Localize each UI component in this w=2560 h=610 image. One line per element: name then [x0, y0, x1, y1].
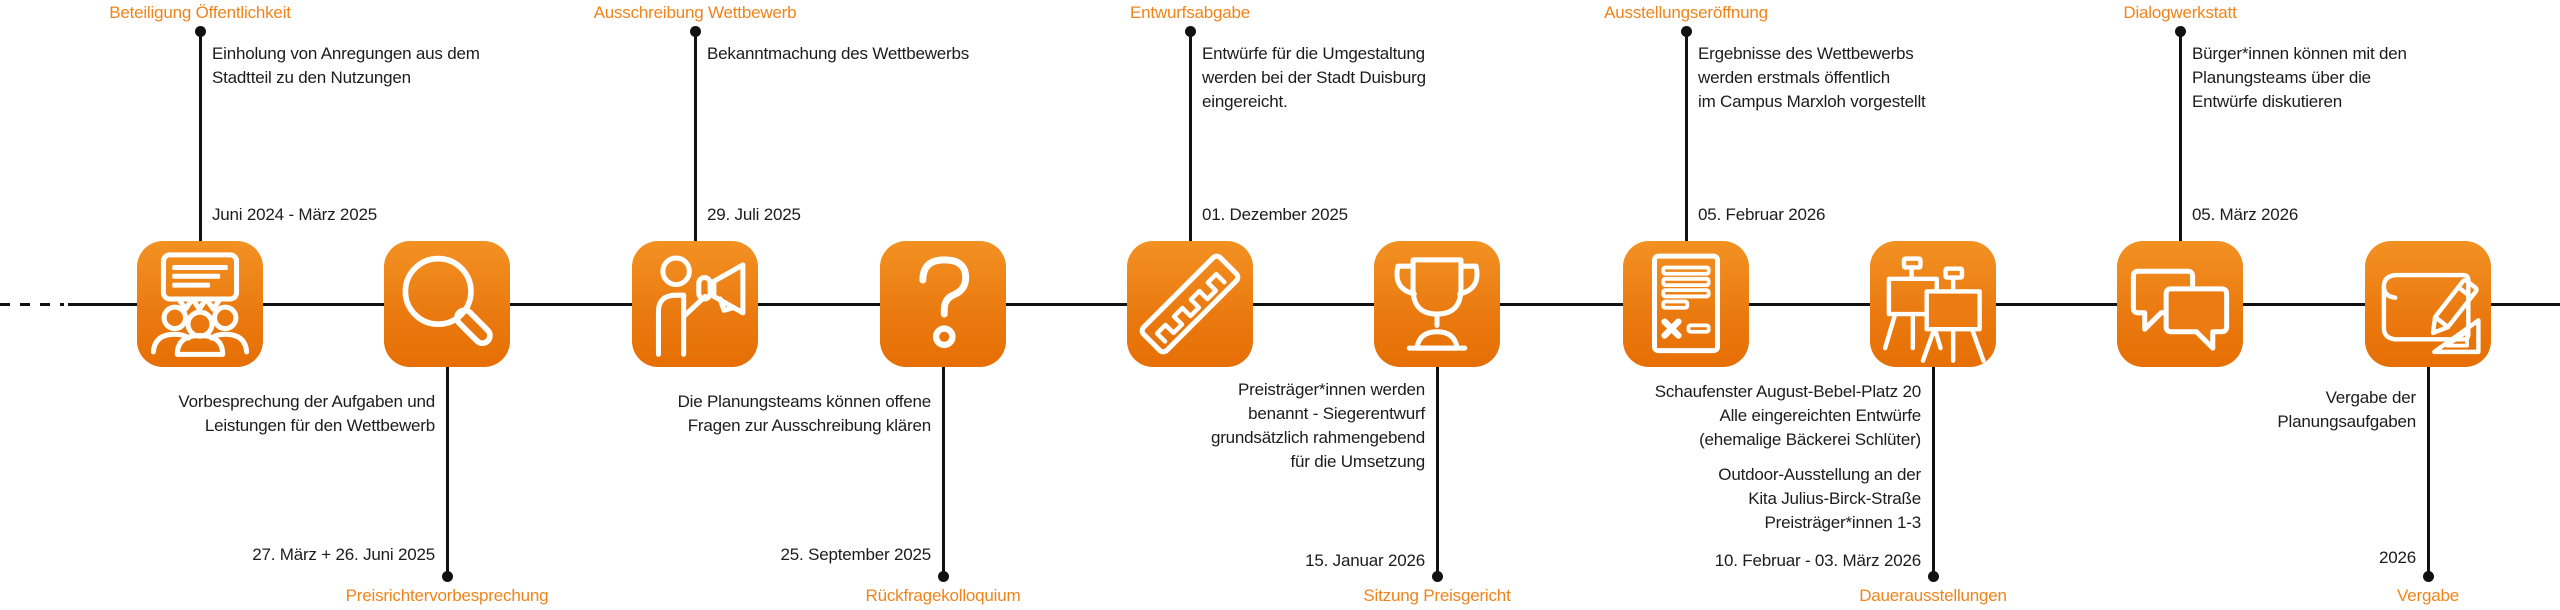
milestone-description: Bürger*innen können mit den Planungsteam…	[2192, 44, 2407, 111]
milestone-preisrichtervorbesprechung: Vorbesprechung der Aufgaben und Leistung…	[178, 0, 617, 610]
timeline-dashed-start	[0, 303, 64, 306]
connector-line	[445, 367, 449, 574]
milestone-description: Einholung von Anregungen aus dem Stadtte…	[212, 44, 480, 87]
trophy-icon	[1374, 241, 1500, 367]
connector-dot	[2422, 571, 2434, 582]
connector-dot	[1431, 571, 1443, 582]
megaphone-announcement-icon	[632, 241, 758, 367]
phase-label: Ausschreibung Wettbewerb	[593, 3, 797, 22]
phase-label: Dauerausstellungen	[1859, 586, 2007, 605]
connector-dot	[441, 571, 453, 582]
chat-bubbles-icon	[2117, 241, 2243, 367]
milestone-description: Die Planungsteams können offene Fragen z…	[677, 392, 932, 435]
milestone-description: Schaufenster August-Bebel-Platz 20 Alle …	[1654, 382, 1922, 449]
question-mark-icon	[880, 241, 1006, 367]
milestone-beteiligung-oeffentlichkeit: Beteiligung Öffentlichkeit Einholung von…	[30, 0, 480, 610]
connector-line	[2178, 31, 2182, 241]
connector-line	[941, 367, 945, 574]
contract-document-icon	[1623, 241, 1749, 367]
phase-label: Dialogwerkstatt	[2123, 3, 2237, 22]
phase-label: Sitzung Preisgericht	[1363, 586, 1511, 605]
milestone-date: 05. März 2026	[2192, 205, 2299, 224]
connector-line	[198, 31, 202, 241]
milestone-entwurfsabgabe: Entwurfsabgabe Entwürfe für die Umgestal…	[1020, 0, 1426, 610]
milestone-description-secondary: Outdoor-Ausstellung an der Kita Julius-B…	[1718, 465, 1921, 532]
milestone-date: 29. Juli 2025	[707, 205, 801, 224]
milestone-date: 10. Februar - 03. März 2026	[1714, 551, 1921, 570]
milestone-date: 27. März + 26. Juni 2025	[252, 545, 435, 564]
phase-label: Entwurfsabgabe	[1129, 3, 1251, 22]
milestone-description: Bekanntmachung des Wettbewerbs	[707, 44, 970, 63]
milestone-description: Preisträger*innen werden benannt - Siege…	[1210, 380, 1425, 471]
connector-dot	[937, 571, 949, 582]
connector-line	[693, 31, 697, 241]
phase-label: Preisrichtervorbesprechung	[345, 586, 549, 605]
phase-label: Vergabe	[2397, 586, 2459, 605]
phase-label: Rückfragekolloquium	[865, 586, 1021, 605]
audience-discussion-icon	[137, 241, 263, 367]
milestone-date: 25. September 2025	[780, 545, 932, 564]
milestone-date: 2026	[2378, 548, 2416, 567]
milestone-description: Entwürfe für die Umgestaltung werden bei…	[1202, 44, 1426, 111]
connector-line	[2426, 367, 2430, 574]
blueprint-pencil-icon	[2365, 241, 2491, 367]
milestone-dialogwerkstatt: Dialogwerkstatt Bürger*innen können mit …	[2010, 0, 2407, 610]
timeline-axis	[68, 303, 2560, 306]
connector-dot	[1927, 571, 1939, 582]
milestone-description: Vorbesprechung der Aufgaben und Leistung…	[178, 392, 435, 435]
connector-line	[1931, 367, 1935, 574]
milestone-sitzung-preisgericht: Preisträger*innen werden benannt - Siege…	[1211, 0, 1607, 610]
milestone-date: 15. Januar 2026	[1305, 551, 1425, 570]
connector-line	[1188, 31, 1192, 241]
milestone-description: Vergabe der Planungsaufgaben	[2277, 388, 2416, 431]
milestone-ausstellungseroeffnung: Ausstellungseröffnung Ergebnisse des Wet…	[1516, 0, 1926, 610]
milestone-dauerausstellungen: Schaufenster August-Bebel-Platz 20 Alle …	[1655, 0, 2103, 610]
milestone-ausschreibung-wettbewerb: Ausschreibung Wettbewerb Bekanntmachung …	[525, 0, 969, 610]
phase-label: Ausstellungseröffnung	[1604, 3, 1768, 22]
milestone-rueckfragekolloquium: Die Planungsteams können offene Fragen z…	[678, 0, 1113, 610]
magnifier-icon	[384, 241, 510, 367]
milestone-date: 01. Dezember 2025	[1202, 205, 1348, 224]
connector-line	[1684, 31, 1688, 241]
easel-exhibition-icon	[1870, 241, 1996, 367]
connector-line	[1435, 367, 1439, 574]
milestone-description: Ergebnisse des Wettbewerbs werden erstma…	[1698, 44, 1926, 111]
milestone-date: 05. Februar 2026	[1698, 205, 1826, 224]
milestone-vergabe: Vergabe der Planungsaufgaben 2026 Vergab…	[2258, 0, 2560, 610]
phase-label: Beteiligung Öffentlichkeit	[109, 3, 291, 22]
ruler-icon	[1127, 241, 1253, 367]
milestone-date: Juni 2024 - März 2025	[212, 205, 377, 224]
